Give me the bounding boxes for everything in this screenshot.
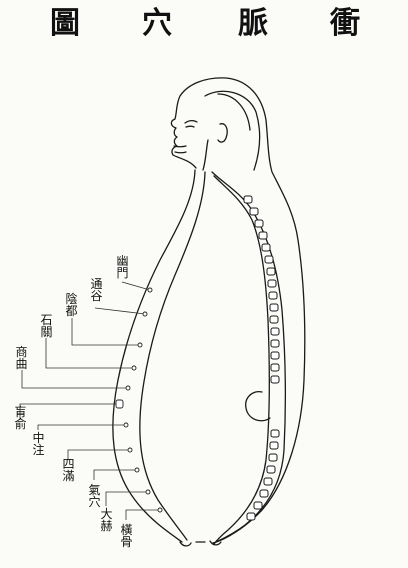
acupoint-label-shangqu: 商曲 [15, 345, 28, 371]
title-char-2: 穴 [142, 6, 172, 41]
acupoint-label-dahe: 大赫 [100, 507, 113, 533]
ear-icon [217, 123, 228, 143]
acupoint-label-shiguan: 石關 [40, 313, 53, 339]
acupoint-label-henggu: 橫骨 [120, 523, 133, 549]
body-outline [170, 77, 306, 544]
spine-inner [213, 175, 270, 545]
title-char-4: 衝 [330, 6, 360, 41]
navel-loop [245, 391, 271, 422]
front-outline [112, 169, 196, 543]
acupoint-label-yindu: 陰都 [65, 292, 78, 318]
acupoint-label-youmen: 幽門 [116, 254, 129, 280]
acupoint-label-tonggu: 通谷 [90, 277, 103, 303]
acupoint-label-qixue: 氣穴 [88, 483, 101, 509]
acupoint-label-siman: 四滿 [62, 457, 75, 483]
title-char-3: 脈 [238, 6, 268, 41]
acupoint-label-zhongzhu: 中注 [32, 431, 45, 457]
acupoint-label-huangshu: 肓俞 [14, 405, 27, 431]
hair-line [204, 90, 261, 171]
title-char-1: 圖 [50, 6, 80, 41]
front-inner [139, 171, 206, 541]
